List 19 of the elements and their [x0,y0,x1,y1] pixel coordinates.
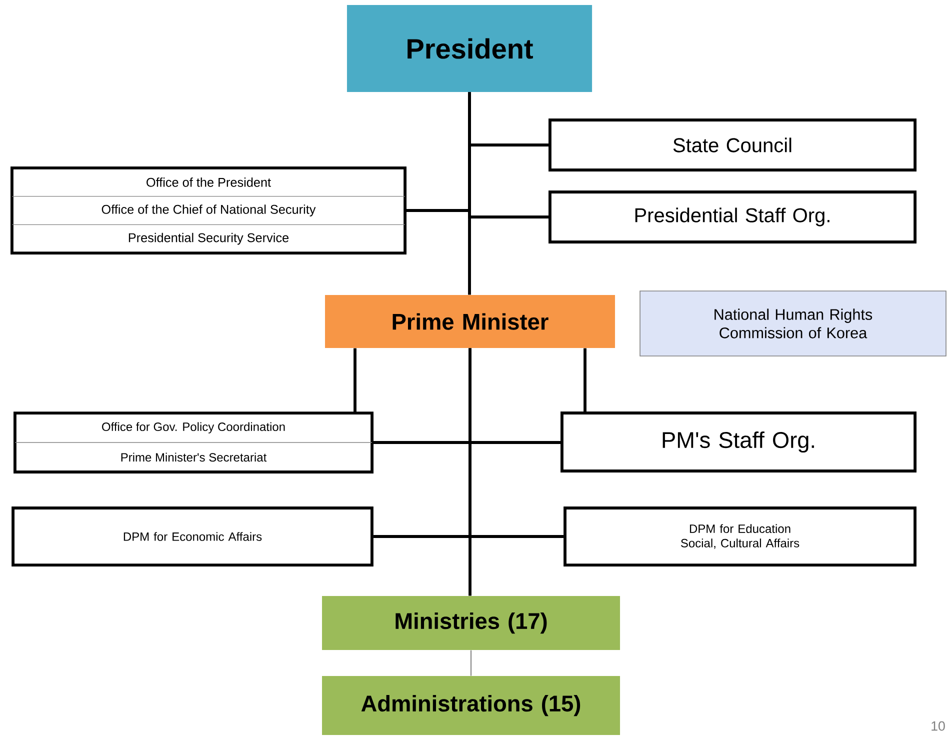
org-box: DPM for Education Social, Cultural Affairs [564,506,916,566]
connector-line [584,348,586,414]
org-box: PM's Staff Org. [560,412,917,472]
connector-line [470,650,472,676]
org-box: DPM for Economic Affairs [12,506,374,566]
org-box: Presidential Staff Org. [548,190,917,244]
org-box: State Council [548,118,917,172]
title-box: President [346,5,592,92]
commission-box: National Human Rights Commission of Korea [640,290,946,356]
page-number: 10 [932,721,945,731]
office-list-box: Office for Gov. Policy Coordination Prime Minister's Secretariat [14,412,374,474]
title-box: Prime Minister [325,294,615,348]
office-list-box: Office of the President Office of the Chief of National Security Presidential Security Service [10,166,406,254]
connector-line [354,348,356,414]
connector-line [468,92,548,218]
title-box: Ministries (17) [322,596,620,650]
connector-line [468,348,472,596]
connector-line [374,441,560,444]
title-box: Administrations (15) [322,676,620,735]
